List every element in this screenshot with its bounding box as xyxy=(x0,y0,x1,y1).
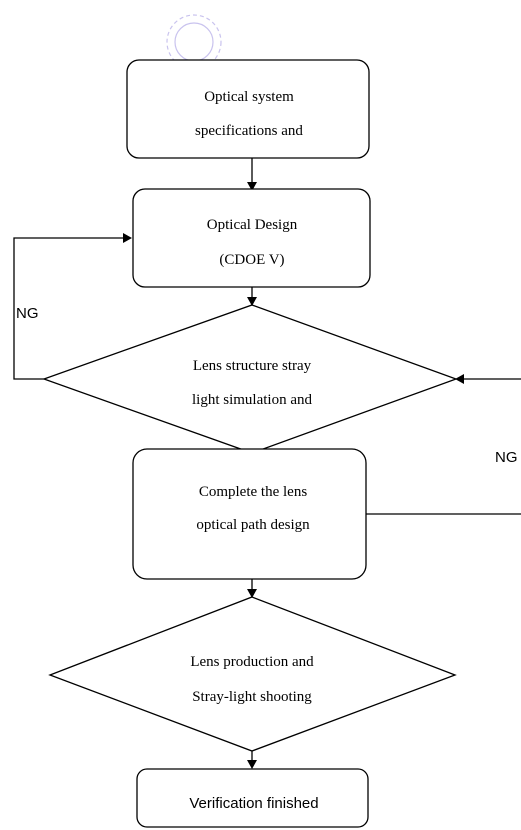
node-production-line1: Lens production and xyxy=(190,654,314,670)
node-spec-line1: Optical system xyxy=(204,89,294,105)
ng-label-left: NG xyxy=(16,305,39,322)
node-spec: Optical system specifications and xyxy=(126,59,370,159)
node-spec-line2: specifications and xyxy=(195,123,303,139)
arrowhead xyxy=(247,182,257,191)
arrowhead xyxy=(123,233,132,243)
node-simulation: Lens structure stray light simulation an… xyxy=(42,304,458,454)
node-simulation-line1: Lens structure stray xyxy=(193,358,312,374)
node-design: Optical Design (CDOE V) xyxy=(132,188,371,288)
node-design-line1: Optical Design xyxy=(207,217,298,233)
arrowhead xyxy=(247,760,257,769)
node-production-line2: Stray-light shooting xyxy=(192,689,312,705)
ng-loop-left xyxy=(13,237,124,380)
ng-label-right: NG xyxy=(495,449,518,466)
node-simulation-line2: light simulation and xyxy=(192,392,312,408)
arrowhead xyxy=(247,589,257,598)
node-complete-line2: optical path design xyxy=(196,517,310,533)
connectors xyxy=(13,158,521,769)
arrowhead xyxy=(247,297,257,306)
node-complete: Complete the lens optical path design xyxy=(132,448,367,580)
node-production: Lens production and Stray-light shooting xyxy=(48,596,457,752)
node-finished-label: Verification finished xyxy=(189,795,318,812)
node-complete-line1: Complete the lens xyxy=(199,484,307,500)
node-design-line2: (CDOE V) xyxy=(219,252,284,268)
node-finished: Verification finished xyxy=(136,768,369,828)
arrowhead xyxy=(455,374,464,384)
